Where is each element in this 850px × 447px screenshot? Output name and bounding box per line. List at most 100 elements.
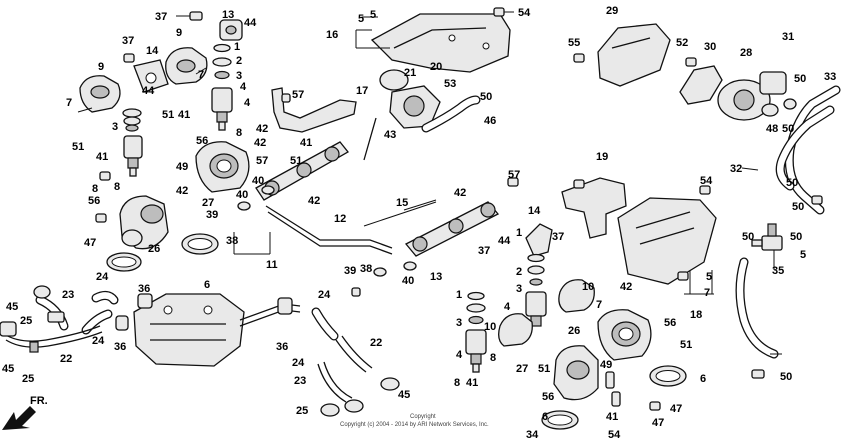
callout: 51 [538,363,550,375]
callout: 43 [384,129,396,141]
callout: 26 [568,325,580,337]
washer-pair [237,185,275,211]
copyright-notice: Copyright Copyright (c) 2004 - 2014 by A… [340,414,489,428]
callout: 37 [155,11,167,23]
callout: 41 [96,151,108,163]
callout: 18 [690,309,702,321]
callout: 56 [196,135,208,147]
seal-stack-left [122,108,142,132]
intake-elbow-left [119,195,169,250]
callout: 29 [606,5,618,17]
fuel-injector-center [211,87,233,131]
callout: 54 [608,429,621,441]
injector-cap-right [558,279,595,313]
hose-clamp-right [649,365,687,387]
callout: 7 [596,299,602,311]
hose-22-left [3,325,103,348]
valve-35 [751,223,783,251]
callout: 4 [504,301,511,313]
callout: 37 [552,231,564,243]
callout: 36 [276,341,288,353]
callout: 37 [478,245,490,257]
hose-24a [91,290,119,305]
callout: 9 [176,27,182,39]
callout: 41 [178,109,190,121]
hose-24-center [311,307,339,341]
callout: 2 [236,55,242,67]
callout: 44 [498,235,511,247]
callout: 35 [772,265,784,277]
callout: 51 [290,155,302,167]
callout: 6 [542,411,548,423]
callout: 23 [294,375,306,387]
callout: 42 [176,185,188,197]
callout: 57 [508,169,520,181]
callout: 40 [402,275,414,287]
callout: 44 [244,17,257,29]
callout: 50 [792,201,804,213]
callout: 5 [370,9,376,21]
callout: 3 [112,121,118,133]
callout: 24 [92,335,105,347]
clip-36 [115,293,293,331]
callout: 54 [700,175,713,187]
callout: 28 [740,47,752,59]
callout: 50 [790,231,802,243]
callout: 55 [568,37,580,49]
callout: 45 [398,389,410,401]
fuel-injector-lower [465,329,487,373]
injector-holder-14 [525,223,553,257]
callout: 52 [676,37,688,49]
front-arrow-icon: FR. [2,395,48,430]
callout: 13 [222,9,234,21]
injector-cap-left [79,75,121,113]
callout: 54 [518,7,531,19]
callout: 51 [72,141,84,153]
callout: 42 [254,137,266,149]
wire-loop-21 [363,117,377,161]
callout: 39 [206,209,218,221]
callout: 49 [600,359,612,371]
callout: 49 [176,161,188,173]
fuel-injector-left [123,135,143,177]
chamber-center [133,293,245,367]
fuel-injector-right [525,291,547,327]
bracket-17 [271,87,357,133]
callout: 3 [236,70,242,82]
callout: 22 [60,353,72,365]
callout: 40 [252,175,264,187]
callout-labels: 37 13 44 5 54 29 16 9 37 14 1 2 3 9 55 5… [2,5,836,441]
fitting-7-lower [0,321,39,353]
hose-clamp-right-lower [541,410,579,430]
callout: 8 [236,127,242,139]
callout: 31 [782,31,794,43]
copyright-line-2: Copyright (c) 2004 - 2014 by ARI Network… [340,422,489,428]
callout: 39 [344,265,356,277]
callout: 5 [800,249,806,261]
callout: 12 [334,213,346,225]
callout: 45 [2,363,14,375]
hose-clamp-left [106,252,142,272]
callout: 50 [780,371,792,383]
callout: 27 [516,363,528,375]
callout: 24 [96,271,109,283]
fitting-45a [33,285,51,299]
injector-cap-lower [498,313,533,347]
callout: 50 [782,123,794,135]
injector-cap-center [165,47,208,85]
callout: 14 [528,205,541,217]
callout: 21 [404,67,416,79]
bolt-markers [95,7,823,411]
callout: 3 [516,283,522,295]
callout: 8 [114,181,120,193]
hose-23 [35,295,69,331]
callout: 41 [606,411,618,423]
washer-38 [373,261,417,277]
hose-24b [81,309,113,335]
callout: 42 [308,195,320,207]
injector-holder-left [133,59,169,93]
throttle-body-right [597,309,652,361]
seal-stack-center [212,43,232,80]
callout: 5 [706,271,712,283]
